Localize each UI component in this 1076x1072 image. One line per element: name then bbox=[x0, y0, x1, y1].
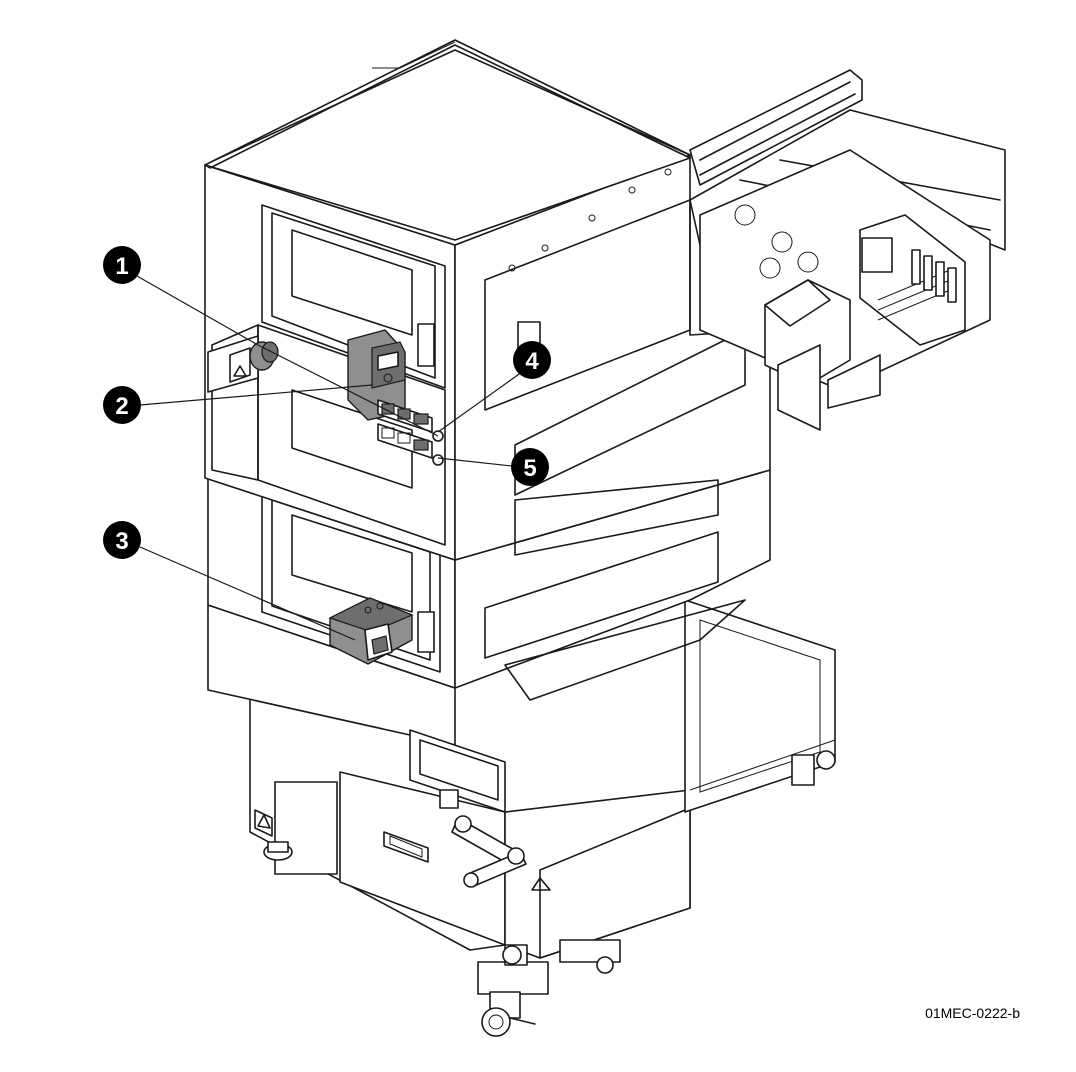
slide-out-tray bbox=[689, 69, 1006, 431]
upper-unit-lock bbox=[347, 329, 406, 421]
svg-text:3: 3 bbox=[115, 528, 128, 555]
svg-text:4: 4 bbox=[525, 348, 539, 375]
callout-4: 4 bbox=[437, 341, 551, 433]
callout-5: 5 bbox=[437, 448, 549, 486]
lower-unit-lock bbox=[328, 597, 414, 665]
callout-1: 1 bbox=[103, 246, 439, 437]
caster-front bbox=[477, 944, 549, 1037]
indicator-panel-lower bbox=[377, 423, 444, 466]
figure-reference-code: 01MEC-0222-b bbox=[925, 1005, 1020, 1021]
caster-left bbox=[263, 841, 293, 861]
upper-module bbox=[204, 39, 771, 813]
indicator-panel-upper bbox=[377, 399, 444, 442]
svg-text:1: 1 bbox=[115, 253, 128, 280]
connector-array bbox=[911, 249, 957, 303]
svg-text:5: 5 bbox=[523, 455, 536, 482]
svg-text:2: 2 bbox=[115, 393, 128, 420]
callout-2: 2 bbox=[103, 384, 373, 424]
push-handle bbox=[451, 815, 527, 888]
callout-3: 3 bbox=[103, 521, 356, 641]
lamp-knob bbox=[249, 341, 279, 371]
caster-rear bbox=[559, 939, 621, 974]
left-bracket bbox=[207, 335, 259, 393]
